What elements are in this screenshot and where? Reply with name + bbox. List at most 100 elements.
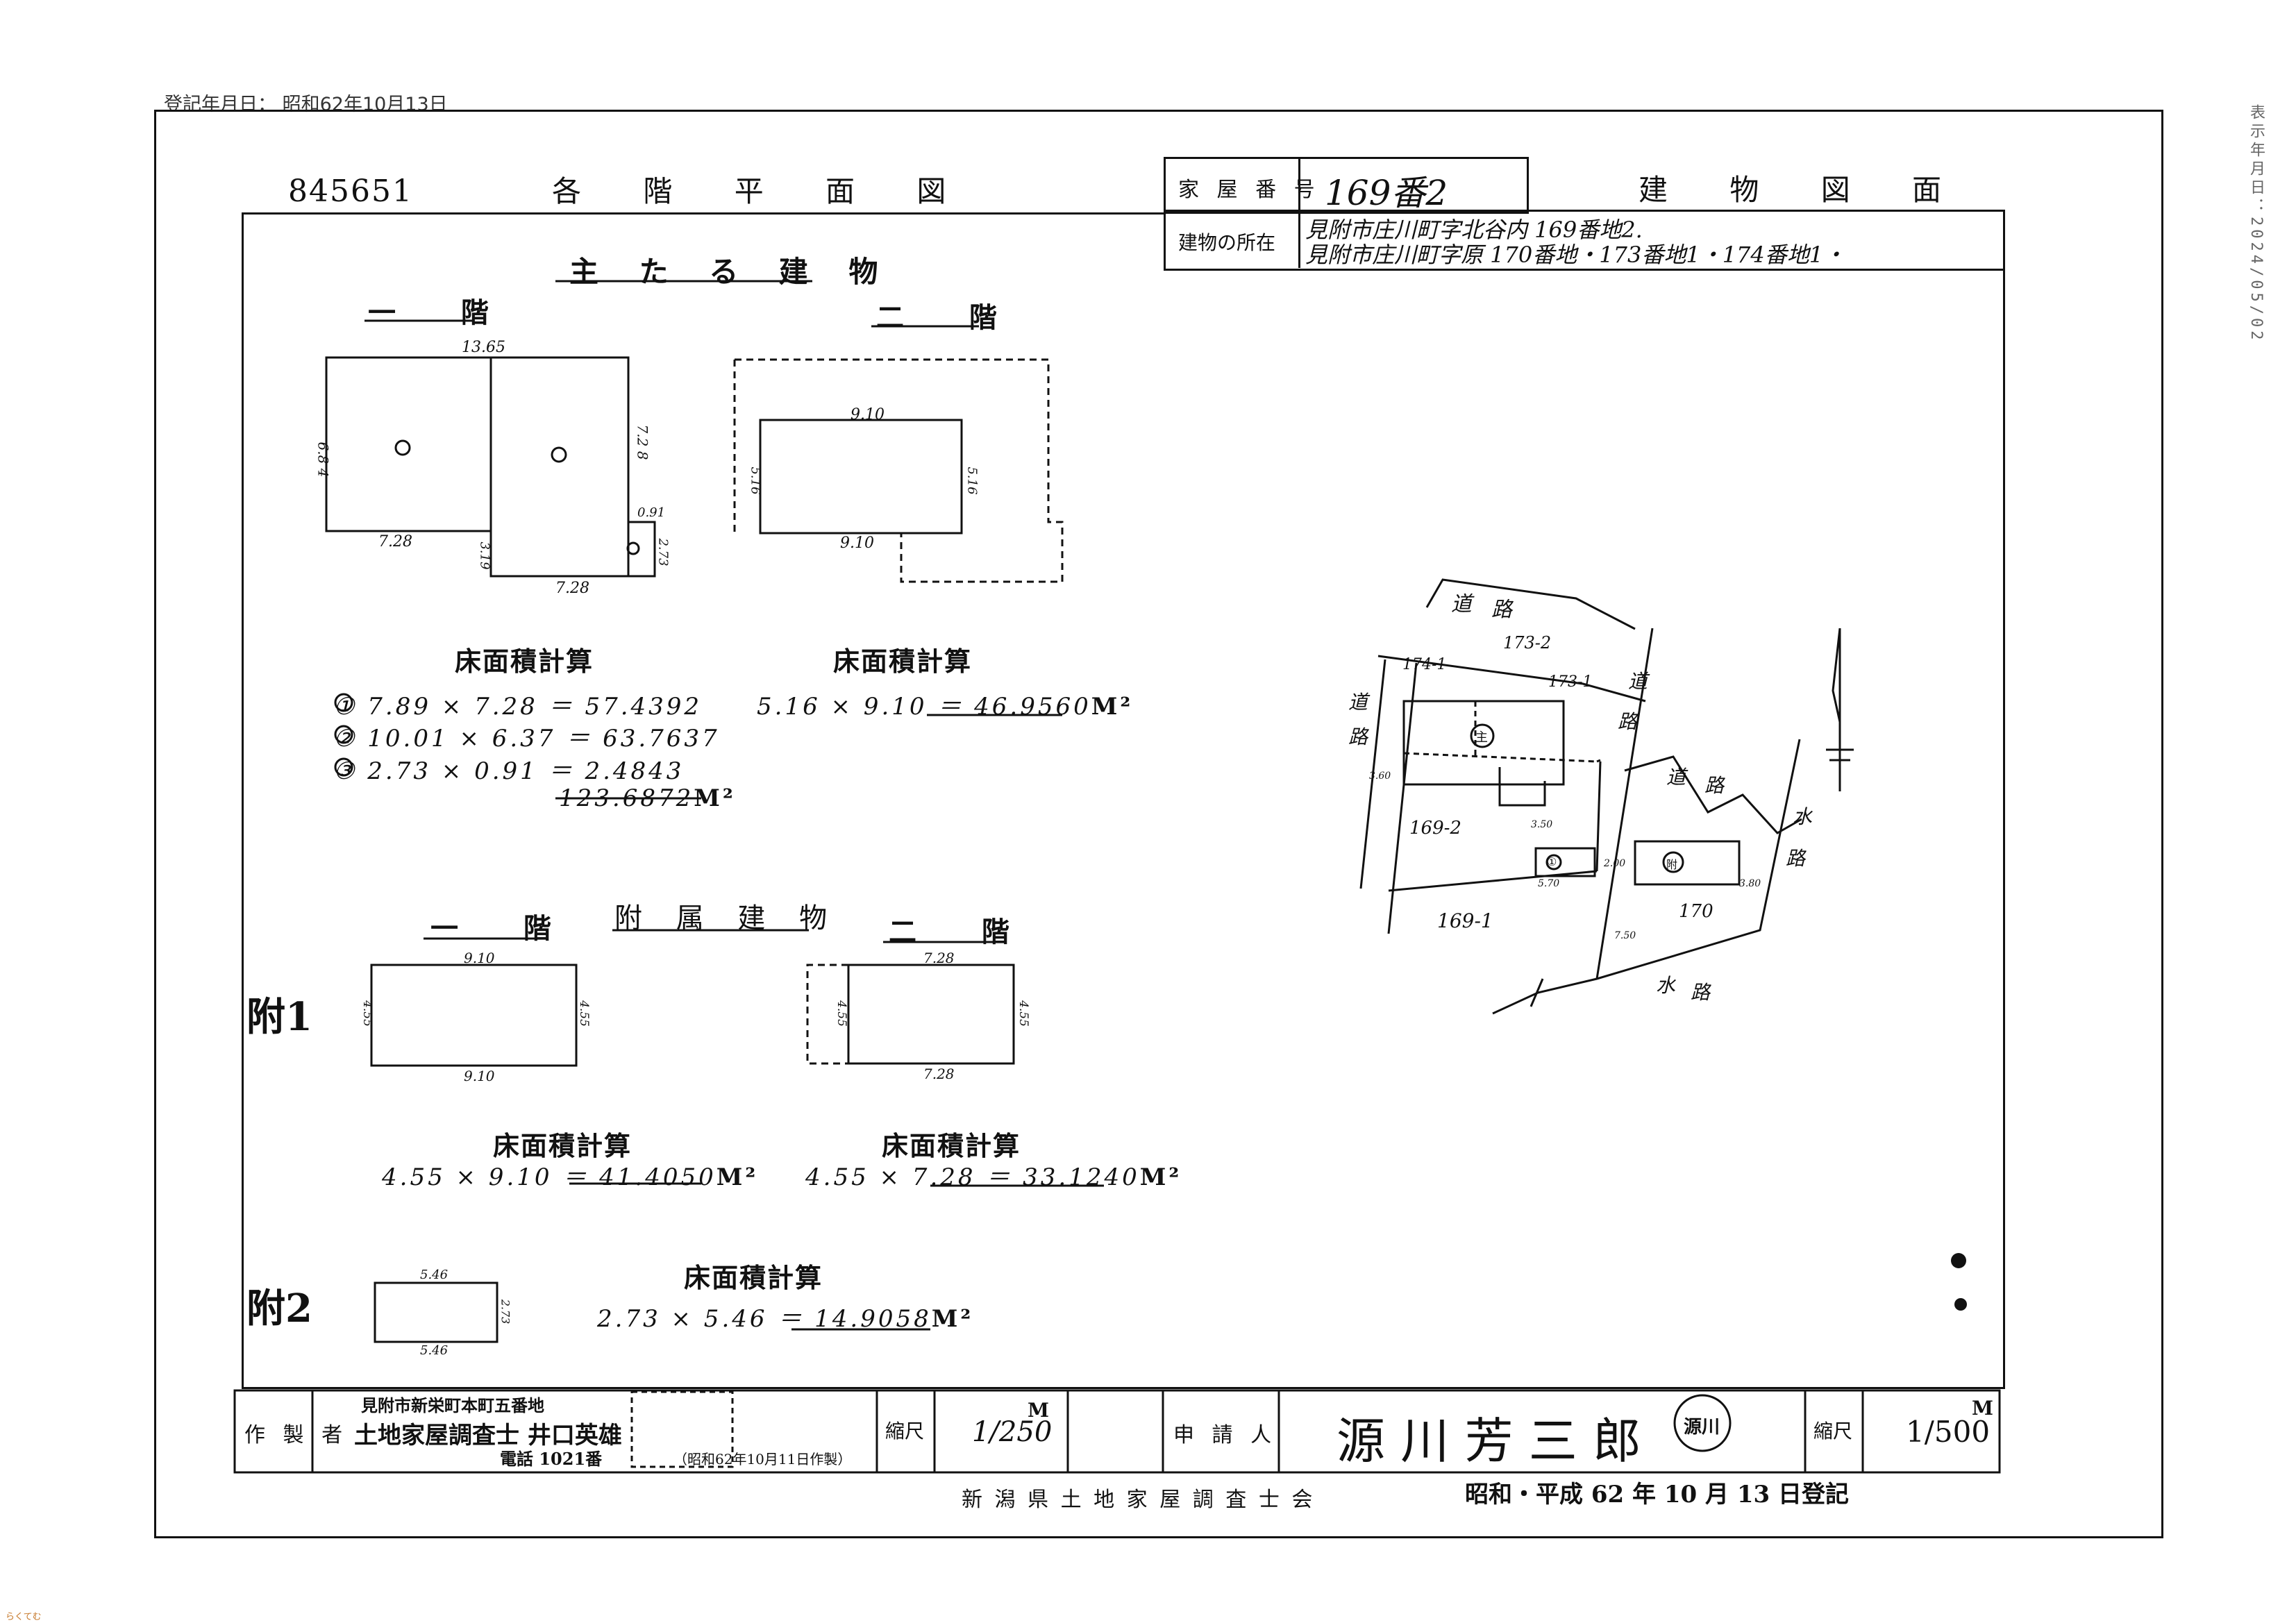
lot-label: 169-1 xyxy=(1437,909,1493,932)
calc-result: 46.9560 xyxy=(974,693,1091,721)
scale-label: 縮尺 xyxy=(1813,1420,1853,1443)
applicant-seal: 源川 xyxy=(1684,1417,1720,1438)
calc-total-value: 123.6872 xyxy=(559,784,694,812)
waterway-label: 水 xyxy=(1793,805,1813,828)
building-drawing-title: 建 物 図 面 xyxy=(1639,173,1968,207)
lot-label: 173-2 xyxy=(1503,633,1552,653)
scale-right: 1/500 xyxy=(1906,1415,1991,1449)
annex2-label: 附2 xyxy=(246,1286,312,1331)
marker-annex: 附 xyxy=(1666,858,1678,871)
calc-mark: ③ xyxy=(333,757,358,785)
waterway-label: 路 xyxy=(1691,981,1711,1004)
a1f2-left: 4.55 xyxy=(834,1000,848,1027)
road-label: 道 xyxy=(1451,592,1472,616)
distance-label: 5.70 xyxy=(1538,878,1560,889)
maker-label: 作 製 者 xyxy=(244,1423,349,1447)
main-f1-calc-title: 床面積計算 xyxy=(455,646,594,677)
bullet-mark xyxy=(1954,1298,1967,1311)
calc-expr: 10.01 × 6.37 ＝ xyxy=(367,725,593,752)
scale-right-unit: M xyxy=(1972,1397,1993,1420)
dim-small-right: 2.73 xyxy=(655,538,671,566)
distance-label: 7.50 xyxy=(1614,930,1636,941)
a1f1-top: 9.10 xyxy=(464,950,495,966)
calc-expr: 2.73 × 0.91 ＝ xyxy=(367,757,575,785)
main-building-title: 主 た る 建 物 xyxy=(569,255,894,289)
calc-expr: 5.16 × 9.10 ＝ xyxy=(757,693,964,721)
dim-lower-left: 3.19 xyxy=(477,541,492,570)
distance-label: 2.00 xyxy=(1604,858,1626,869)
maker-phone: 電話 1021番 xyxy=(500,1449,603,1469)
annex-title: 附 属 建 物 xyxy=(614,902,840,934)
unit: M² xyxy=(716,1163,759,1191)
house-number-label: 家 屋 番 号 xyxy=(1178,178,1321,202)
main-floor2-title: 二 階 xyxy=(876,301,1025,334)
road-label: 道 xyxy=(1628,670,1648,693)
distance-label: 3.80 xyxy=(1739,878,1761,889)
calc-row-2: ② 10.01 × 6.37 ＝ 63.7637 xyxy=(333,719,720,753)
document-frame xyxy=(154,110,2163,1538)
a1f1-calc-title: 床面積計算 xyxy=(493,1130,632,1161)
unit: M² xyxy=(1139,1163,1182,1191)
scale-left: 1/250 xyxy=(972,1416,1053,1448)
calc-mark: ① xyxy=(333,693,358,721)
lot-label: 173-1 xyxy=(1548,673,1593,691)
calc-total: 123.6872M² xyxy=(559,784,736,812)
f2-dim-left: 5.16 xyxy=(748,466,763,495)
main-floor1-title: 一 階 xyxy=(368,296,517,329)
a2-bottom: 5.46 xyxy=(420,1343,449,1358)
dim-right: 7.2 8 xyxy=(634,424,651,460)
calc-expr: 7.89 × 7.28 ＝ xyxy=(367,693,575,721)
applicant-label: 申 請 人 xyxy=(1173,1423,1277,1447)
display-date: 表示年月日：2024/05/02 xyxy=(2247,104,2265,344)
calc-result: 63.7637 xyxy=(603,725,720,752)
unit: M² xyxy=(694,784,736,812)
lot-label: 170 xyxy=(1679,901,1713,922)
f2-dim-top: 9.10 xyxy=(850,406,885,423)
marker-annex2: ① xyxy=(1547,855,1557,868)
calc-result: 14.9058 xyxy=(814,1305,932,1333)
a1f2-right: 4.55 xyxy=(1016,1000,1030,1027)
road-label: 道 xyxy=(1666,766,1686,789)
waterway-label: 路 xyxy=(1786,847,1806,870)
a1f1-left: 4.55 xyxy=(360,1000,374,1027)
road-label: 路 xyxy=(1618,710,1638,733)
road-label: 道 xyxy=(1348,691,1368,714)
distance-label: 3.60 xyxy=(1369,771,1391,782)
f2-calc: 5.16 × 9.10 ＝ 46.9560M² xyxy=(757,687,1133,721)
road-label: 路 xyxy=(1491,598,1512,622)
calc-expr: 4.55 × 9.10 ＝ xyxy=(382,1163,589,1191)
a2-calc-title: 床面積計算 xyxy=(684,1262,823,1293)
a1f2-calc: 4.55 × 7.28 ＝ 33.1240M² xyxy=(805,1158,1182,1192)
corner-mark: らくてむ xyxy=(6,1612,42,1622)
road-label: 路 xyxy=(1348,725,1368,748)
f2-dim-right: 5.16 xyxy=(964,466,980,495)
road-label: 路 xyxy=(1704,774,1725,797)
calc-expr: 4.55 × 7.28 ＝ xyxy=(805,1163,1013,1191)
a1f2-top: 7.28 xyxy=(923,950,955,966)
divider xyxy=(1298,158,1300,211)
calc-row-1: ① 7.89 × 7.28 ＝ 57.4392 xyxy=(333,687,702,721)
divider xyxy=(1298,211,1300,268)
document-number: 845651 xyxy=(288,174,413,209)
dim-left: 6.8 4 xyxy=(315,442,332,478)
a1f2-bottom: 7.28 xyxy=(923,1066,955,1082)
lot-label: 174-1 xyxy=(1402,656,1447,673)
dim-bottom-left: 7.28 xyxy=(378,533,412,550)
registered-date: 昭和・平成 62 年 10 月 13 日登記 xyxy=(1465,1481,1849,1508)
a2-top: 5.46 xyxy=(420,1268,449,1282)
calc-result: 33.1240 xyxy=(1023,1163,1140,1191)
drawing-frame xyxy=(242,212,2005,1389)
calc-row-3: ③ 2.73 × 0.91 ＝ 2.4843 xyxy=(333,752,684,786)
location-line-1: 見附市庄川町字北谷内 169番地2. xyxy=(1305,217,1643,243)
dim-top: 13.65 xyxy=(462,339,505,356)
location-line-2: 見附市庄川町字原 170番地・173番地1・174番地1・ xyxy=(1305,242,1846,268)
a1f2-calc-title: 床面積計算 xyxy=(882,1130,1021,1161)
drawing-frame-top xyxy=(242,212,1164,215)
a1f1-right: 4.55 xyxy=(576,1000,591,1027)
annex-floor2-title: 二 階 xyxy=(889,916,1037,948)
maker-name: 土地家屋調査士 井口英雄 xyxy=(354,1422,622,1449)
a1f1-bottom: 9.10 xyxy=(464,1068,495,1084)
floor-plans-title: 各 階 平 面 図 xyxy=(552,174,973,208)
waterway-label: 水 xyxy=(1656,974,1676,997)
